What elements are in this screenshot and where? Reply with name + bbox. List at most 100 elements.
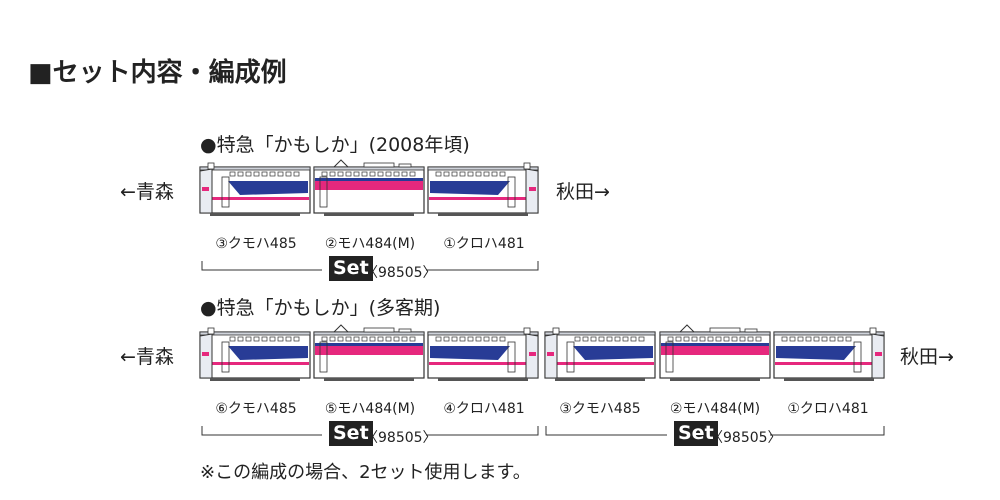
car-label: ①クロハ481	[443, 236, 525, 252]
car-window	[369, 336, 376, 342]
car-window	[385, 336, 392, 342]
car-roof	[199, 331, 311, 336]
bogie	[324, 213, 414, 216]
pink-stripe	[661, 346, 769, 355]
set-badge: Set	[329, 421, 373, 446]
roof-equipment	[398, 328, 412, 333]
car-window	[401, 336, 408, 342]
car-window	[435, 171, 442, 177]
set-product-number: 〈98505〉	[364, 430, 437, 446]
car-door	[319, 176, 328, 208]
formation-note: ※この編成の場合、2セット使用します。	[200, 462, 531, 483]
pantograph-icon	[679, 324, 695, 333]
car-window	[435, 336, 442, 342]
car-window	[337, 171, 344, 177]
car-window	[739, 336, 746, 342]
car-door	[507, 176, 516, 208]
car-window	[606, 336, 613, 342]
car-window	[755, 336, 762, 342]
car-window	[253, 171, 260, 177]
car-window	[285, 336, 292, 342]
pink-stripe	[775, 362, 883, 365]
car-door	[319, 341, 328, 373]
car-door	[566, 341, 575, 373]
headlight	[202, 187, 209, 191]
car-window	[699, 336, 706, 342]
pink-stripe	[201, 197, 309, 200]
car-window	[691, 336, 698, 342]
bogie	[555, 378, 645, 381]
white-band	[315, 355, 423, 369]
car-window	[715, 336, 722, 342]
set-badge-label: Set	[329, 421, 373, 446]
car-window	[667, 336, 674, 342]
blue-stripe	[661, 343, 769, 346]
blue-stripe	[573, 346, 653, 360]
car-window	[393, 171, 400, 177]
car-window	[269, 171, 276, 177]
direction-left-aomori: ←青森	[120, 181, 174, 203]
car-label: ③クモハ485	[215, 236, 297, 252]
car-label: ⑤モハ484(M)	[324, 401, 416, 417]
car-label: ⑥クモハ485	[215, 401, 297, 417]
blue-stripe	[315, 178, 423, 181]
car-window	[345, 171, 352, 177]
car-window	[731, 336, 738, 342]
car-window	[630, 336, 637, 342]
car-window	[443, 171, 450, 177]
car-window	[483, 336, 490, 342]
cab-headlight-top	[869, 327, 877, 335]
formation-title-peak: ●特急「かもしか」(多客期)	[200, 297, 441, 319]
car-window	[821, 336, 828, 342]
car-window	[237, 171, 244, 177]
set-badge-label: Set	[674, 421, 718, 446]
bogie	[210, 378, 300, 381]
car-window	[813, 336, 820, 342]
car-window	[574, 336, 581, 342]
bogie	[210, 213, 300, 216]
blue-stripe	[228, 346, 308, 360]
car-door	[221, 176, 230, 208]
bogie	[670, 378, 760, 381]
car-window	[337, 336, 344, 342]
car-window	[459, 171, 466, 177]
car-window	[353, 336, 360, 342]
car-window	[369, 171, 376, 177]
roof-equipment	[709, 327, 741, 333]
roof-equipment	[744, 328, 758, 333]
car-window	[285, 171, 292, 177]
car-window	[845, 336, 852, 342]
car-roof	[199, 166, 311, 171]
car-window	[451, 171, 458, 177]
set-bracket	[545, 426, 885, 436]
car-window	[467, 336, 474, 342]
car-door	[507, 341, 516, 373]
car-window	[245, 171, 252, 177]
car-window	[277, 171, 284, 177]
formation-title-2008: ●特急「かもしか」(2008年頃)	[200, 134, 470, 156]
pink-stripe	[429, 197, 537, 200]
pink-stripe	[429, 362, 537, 365]
direction-right-akita: 秋田→	[900, 346, 954, 368]
car-roof	[427, 166, 539, 171]
car-window	[491, 171, 498, 177]
cab-headlight-top	[207, 162, 215, 170]
car-window	[377, 336, 384, 342]
car-window	[837, 336, 844, 342]
car-window	[377, 171, 384, 177]
car-roof	[544, 331, 656, 336]
car-window	[321, 336, 328, 342]
car-window	[261, 336, 268, 342]
set-badge: Set	[329, 256, 373, 281]
car-window	[475, 171, 482, 177]
car-window	[459, 336, 466, 342]
car-window	[683, 336, 690, 342]
car-window	[598, 336, 605, 342]
set-bracket	[201, 261, 539, 271]
headlight	[529, 352, 536, 356]
car-window	[467, 171, 474, 177]
blue-stripe	[315, 343, 423, 346]
direction-right-akita: 秋田→	[556, 181, 610, 203]
car-door	[853, 341, 862, 373]
